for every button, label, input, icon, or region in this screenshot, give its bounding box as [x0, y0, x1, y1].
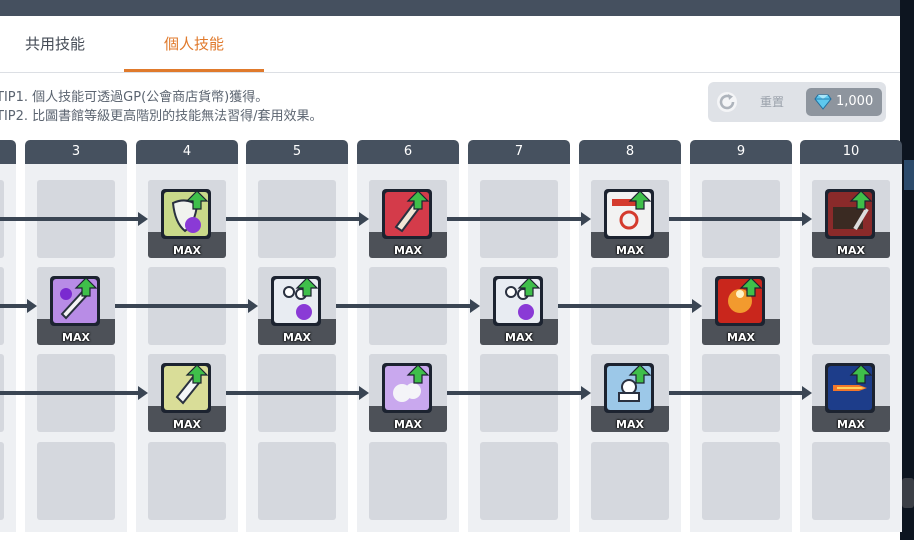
shield-light-icon	[161, 363, 211, 413]
skill-path-arrow	[115, 299, 258, 313]
skill-slot[interactable]: MAX	[148, 354, 226, 432]
skill-path-arrow	[447, 386, 591, 400]
column-header: 10	[800, 140, 902, 164]
skill-path-arrow	[447, 212, 591, 226]
shield-dark-aura-icon	[161, 189, 211, 239]
empty-skill-slot	[0, 442, 4, 520]
skill-level-label: MAX	[173, 418, 201, 431]
right-edge	[900, 0, 914, 540]
party-dark-aura-icon	[493, 276, 543, 326]
column-header: 4	[136, 140, 238, 164]
skill-path-arrow	[558, 299, 702, 313]
empty-skill-slot	[591, 442, 669, 520]
skill-slot[interactable]: MAX	[591, 354, 669, 432]
diamond-icon	[814, 94, 832, 110]
top-bar	[0, 0, 900, 16]
skill-path-arrow	[0, 299, 37, 313]
skill-slot[interactable]: MAX	[148, 180, 226, 258]
skill-path-arrow	[0, 386, 148, 400]
reset-icon[interactable]	[716, 91, 738, 113]
edge-decoration	[904, 160, 914, 190]
column-header: 8	[579, 140, 681, 164]
empty-skill-slot	[37, 442, 115, 520]
tab-personal-skills[interactable]: 個人技能	[163, 35, 224, 53]
skill-level-label: MAX	[173, 244, 201, 257]
reset-control: 重置 1,000	[708, 82, 886, 122]
warrior-light-icon	[604, 363, 654, 413]
empty-skill-slot	[258, 442, 336, 520]
skill-slot[interactable]: MAX	[369, 180, 447, 258]
skill-slot[interactable]: MAX	[37, 267, 115, 345]
empty-skill-slot	[148, 442, 226, 520]
reset-button[interactable]: 重置	[759, 95, 784, 109]
empty-skill-slot	[480, 442, 558, 520]
tip-1: TIP1. 個人技能可透過GP(公會商店貨幣)獲得。	[0, 90, 269, 105]
empty-skill-slot	[369, 442, 447, 520]
active-tab-indicator	[124, 69, 264, 72]
column-body	[0, 164, 16, 532]
skill-level-label: MAX	[283, 331, 311, 344]
skill-level-label: MAX	[727, 331, 755, 344]
currency-badge: 1,000	[806, 88, 882, 116]
skill-slot[interactable]: MAX	[258, 267, 336, 345]
skill-level-label: MAX	[616, 244, 644, 257]
castle-sword-icon	[825, 189, 875, 239]
skill-path-arrow	[336, 299, 480, 313]
skill-slot[interactable]: MAX	[812, 354, 890, 432]
empty-skill-slot	[812, 442, 890, 520]
skill-slot[interactable]: MAX	[702, 267, 780, 345]
skill-path-arrow	[226, 386, 369, 400]
skill-level-label: MAX	[505, 331, 533, 344]
tip-2: TIP2. 比圖書館等級更高階別的技能無法習得/套用效果。	[0, 109, 323, 124]
skill-panel: 共用技能 個人技能 TIP1. 個人技能可透過GP(公會商店貨幣)獲得。 TIP…	[0, 16, 902, 540]
dark-sword-icon	[50, 276, 100, 326]
skill-slot[interactable]: MAX	[591, 180, 669, 258]
tab-bar: 共用技能 個人技能	[0, 16, 900, 73]
skill-slot[interactable]: MAX	[369, 354, 447, 432]
column-header	[0, 140, 16, 164]
skill-level-label: MAX	[62, 331, 90, 344]
skill-slot[interactable]: MAX	[480, 267, 558, 345]
tab-shared-skills[interactable]: 共用技能	[24, 35, 85, 53]
skill-level-label: MAX	[394, 418, 422, 431]
skill-path-arrow	[669, 386, 812, 400]
warrior-gauge-icon	[604, 189, 654, 239]
skill-level-label: MAX	[394, 244, 422, 257]
column-header: 6	[357, 140, 459, 164]
cloud-purple-icon	[382, 363, 432, 413]
column-header: 7	[468, 140, 570, 164]
edge-handle	[902, 478, 914, 508]
currency-value: 1,000	[836, 94, 874, 109]
fire-dash-icon	[825, 363, 875, 413]
skill-level-label: MAX	[837, 244, 865, 257]
fire-warrior-icon	[715, 276, 765, 326]
skill-path-arrow	[669, 212, 812, 226]
skill-slot[interactable]: MAX	[812, 180, 890, 258]
column-header: 9	[690, 140, 792, 164]
party-dark-aura-icon	[271, 276, 321, 326]
skill-path-arrow	[0, 212, 148, 226]
column-header: 5	[246, 140, 348, 164]
empty-skill-slot	[702, 442, 780, 520]
sword-burst-icon	[382, 189, 432, 239]
empty-skill-slot	[812, 267, 890, 345]
skill-level-label: MAX	[837, 418, 865, 431]
column-header: 3	[25, 140, 127, 164]
skill-level-label: MAX	[616, 418, 644, 431]
skill-path-arrow	[226, 212, 369, 226]
